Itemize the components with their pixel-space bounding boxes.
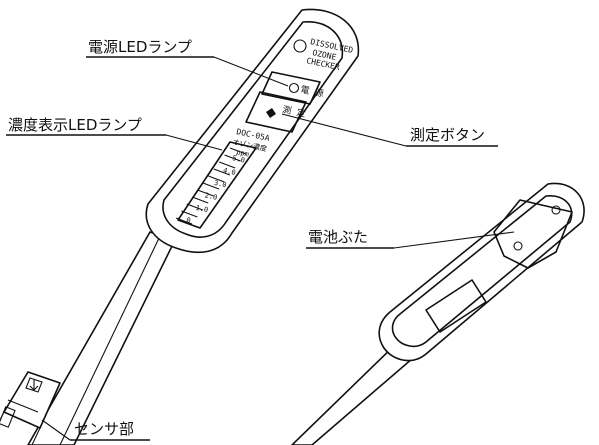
power-led-lamp <box>288 82 300 94</box>
led-bar <box>186 203 203 211</box>
label-battery-cover: 電池ぶた <box>308 228 368 246</box>
sensor-window <box>0 406 16 428</box>
battery-cover <box>493 199 573 269</box>
shaft-edge <box>59 235 161 445</box>
callouts: 電源LEDランプ 濃度表示LEDランプ 測定ボタン 電池ぶた センサ部 <box>6 38 515 441</box>
led-bar <box>202 182 220 190</box>
label-power-led: 電源LEDランプ <box>88 38 192 56</box>
cover-screw-bottom <box>513 241 523 251</box>
led-bar <box>175 217 193 225</box>
front-body-outer <box>145 8 360 254</box>
brand-logo-icon <box>293 39 307 53</box>
measure-key[interactable] <box>245 91 307 133</box>
scale-number: 4.0 <box>222 167 236 177</box>
back-label-plate <box>425 279 487 333</box>
led-bar <box>208 175 225 183</box>
scale-number: 2.0 <box>204 191 218 201</box>
leader-sensor <box>41 419 71 441</box>
scale-number: 3.0 <box>213 179 227 189</box>
label-measure-button: 測定ボタン <box>410 126 485 144</box>
leader-power-led <box>213 56 289 87</box>
label-concentration-led: 濃度表示LEDランプ <box>8 116 142 134</box>
cover-screw-top <box>551 205 561 215</box>
led-bar <box>181 210 198 218</box>
led-bar <box>229 147 247 155</box>
led-bar <box>224 154 241 162</box>
scale-unit: ppm <box>236 148 250 158</box>
scale-number: 5.0 <box>232 154 246 164</box>
power-key-label: 電 源 <box>299 84 324 100</box>
back-body-outer <box>378 182 585 362</box>
back-body-rim <box>391 195 573 348</box>
arrow-mark <box>25 377 43 393</box>
front-probe-shaft <box>27 231 176 445</box>
led-bar <box>192 196 209 204</box>
concentration-led-bars <box>175 147 247 225</box>
back-device <box>291 182 585 445</box>
leader-measure-button <box>281 113 407 147</box>
scale-number: 1.0 <box>195 204 209 214</box>
front-body-rim <box>162 21 344 238</box>
leader-battery-cover <box>393 231 515 249</box>
arrow-down-icon <box>29 380 39 391</box>
led-bar <box>219 161 236 169</box>
power-led-window <box>261 71 321 105</box>
led-bar <box>213 168 230 176</box>
measure-key-icon <box>266 108 276 118</box>
front-device: DISSOLVED OZONE CHECKER 電 源 測 定 DOC-05A … <box>0 8 360 445</box>
led-bar <box>197 189 214 197</box>
label-sensor: センサ部 <box>74 420 134 438</box>
scale-numbers: 5.0 4.0 3.0 2.0 1.00 <box>186 154 246 225</box>
scale-number: 0 <box>186 216 192 225</box>
led-scale-window <box>177 141 257 229</box>
leader-concentration-led <box>165 134 223 151</box>
